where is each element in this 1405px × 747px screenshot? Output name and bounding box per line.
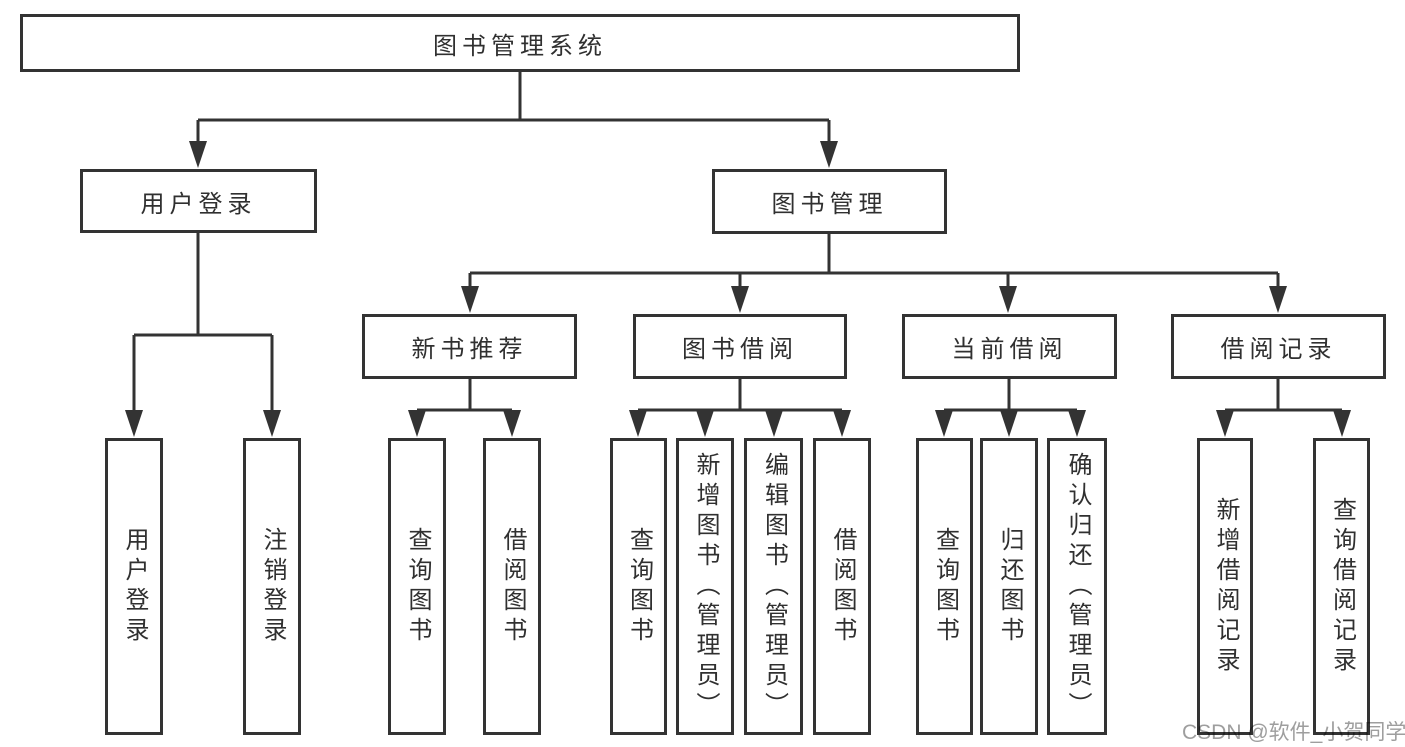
leaf-label: 注销登录	[259, 526, 286, 647]
leaf-label: 编辑图书（管理员）	[760, 451, 788, 722]
node-user-login: 用户登录	[80, 169, 317, 233]
leaf-add-books-admin: 新增图书（管理员）	[676, 438, 734, 735]
node-label: 图书管理	[771, 191, 888, 218]
leaf-label: 用户登录	[121, 526, 148, 647]
leaf-search-books-current: 查询图书	[916, 438, 973, 735]
leaf-search-books-recommend: 查询图书	[388, 438, 446, 735]
arrowheads	[125, 141, 1351, 437]
leaf-label: 查询图书	[625, 526, 653, 647]
leaf-label: 确认归还（管理员）	[1064, 451, 1091, 722]
leaf-borrow-books-recommend: 借阅图书	[483, 438, 541, 735]
connector-rails	[132, 72, 1342, 414]
leaf-label: 借阅图书	[499, 526, 526, 647]
node-book-borrowing: 图书借阅	[633, 314, 847, 379]
node-label: 借阅记录	[1220, 336, 1337, 363]
node-label: 用户登录	[140, 190, 257, 218]
leaf-add-borrow-record: 新增借阅记录	[1197, 438, 1253, 735]
leaf-label: 查询图书	[931, 526, 959, 647]
node-label: 新书推荐	[411, 336, 528, 363]
node-book-management: 图书管理	[712, 169, 947, 234]
leaf-label: 查询借阅记录	[1328, 496, 1356, 677]
leaf-search-borrow-record: 查询借阅记录	[1313, 438, 1370, 735]
node-borrowing-records: 借阅记录	[1171, 314, 1386, 379]
leaf-label: 新增借阅记录	[1212, 496, 1239, 677]
leaf-label: 归还图书	[996, 526, 1023, 647]
node-new-book-recommendation: 新书推荐	[362, 314, 577, 379]
leaf-label: 借阅图书	[829, 526, 856, 647]
leaf-logout: 注销登录	[243, 438, 301, 735]
leaf-edit-books-admin: 编辑图书（管理员）	[744, 438, 803, 735]
leaf-confirm-return-admin: 确认归还（管理员）	[1047, 438, 1107, 735]
leaf-search-books-borrowing: 查询图书	[610, 438, 667, 735]
node-label: 图书管理系统	[433, 32, 607, 60]
watermark: CSDN @软件_小贺同学	[1182, 721, 1405, 744]
node-label: 当前借阅	[951, 336, 1068, 363]
node-label: 图书借阅	[682, 336, 798, 363]
node-current-borrowing: 当前借阅	[902, 314, 1117, 379]
leaf-label: 新增图书（管理员）	[692, 451, 719, 722]
leaf-return-books: 归还图书	[980, 438, 1038, 735]
leaf-borrow-books: 借阅图书	[813, 438, 871, 735]
leaf-user-login: 用户登录	[105, 438, 163, 735]
node-library-system: 图书管理系统	[20, 14, 1020, 72]
leaf-label: 查询图书	[404, 526, 431, 647]
